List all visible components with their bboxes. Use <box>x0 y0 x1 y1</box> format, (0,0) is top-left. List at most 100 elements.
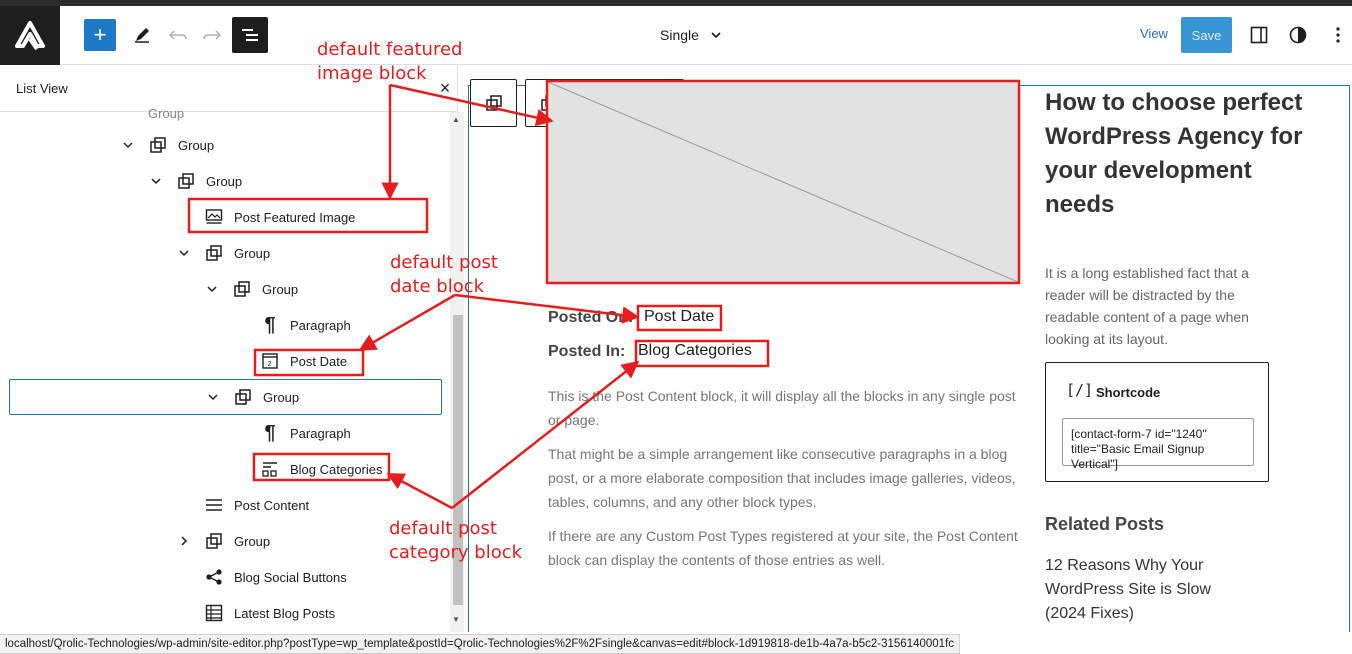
chevron-down-icon <box>118 103 138 123</box>
share-icon <box>204 567 224 587</box>
chevron-down-icon[interactable] <box>120 137 136 153</box>
tree-row-label: Group <box>263 389 300 405</box>
latest-posts-icon <box>204 603 224 623</box>
tools-button[interactable] <box>128 19 156 51</box>
site-logo-button[interactable] <box>0 6 60 65</box>
post-date-value[interactable]: Post Date <box>644 308 715 325</box>
post-content-paragraph[interactable]: This is the Post Content block, it will … <box>548 388 1016 428</box>
tree-row-label: Paragraph <box>290 425 351 441</box>
posted-in-label: Posted In: <box>548 343 626 360</box>
featured-image-icon <box>204 207 224 227</box>
shortcode-label: Shortcode <box>1096 385 1161 400</box>
settings-panel-button[interactable] <box>1245 19 1273 51</box>
featured-image-placeholder[interactable] <box>547 81 1019 283</box>
related-posts-heading: Related Posts <box>1045 514 1165 534</box>
placeholder-diagonal <box>547 81 1019 283</box>
tree-row-paragraph[interactable]: ¶ Paragraph <box>260 307 351 343</box>
chevron-down-icon[interactable] <box>204 281 220 297</box>
tree-row-post-date[interactable]: 2 Post Date <box>260 343 347 379</box>
chevron-down-icon <box>711 32 721 39</box>
tree-row-label: Blog Social Buttons <box>234 569 347 585</box>
tree-row-group[interactable]: Group <box>176 235 270 271</box>
annotation-post-date: default post date block <box>390 252 498 297</box>
post-content-icon <box>204 495 224 515</box>
blog-categories-value[interactable]: Blog Categories <box>638 342 752 359</box>
chevron-down-icon[interactable] <box>148 173 164 189</box>
posted-on-line: Posted On: <box>548 309 633 327</box>
posted-on-label: Posted On: <box>548 309 634 326</box>
shortcode-block[interactable]: [/] Shortcode [contact-form-7 id="1240" … <box>1045 362 1269 482</box>
group-icon <box>233 387 253 407</box>
tree-row-group-selected[interactable]: Group <box>9 379 442 415</box>
chevron-down-icon[interactable] <box>176 245 192 261</box>
categories-icon <box>260 459 280 479</box>
tree-row-paragraph[interactable]: ¶ Paragraph <box>260 415 351 451</box>
chevron-right-icon[interactable] <box>176 533 192 549</box>
annotation-post-category: default post category block <box>389 518 523 563</box>
annotation-featured-image: default featured image block <box>317 39 463 84</box>
more-vertical-icon <box>1336 27 1340 43</box>
redo-icon <box>203 30 222 40</box>
list-view-icon <box>242 29 258 41</box>
tree-row-label: Group <box>206 173 243 189</box>
tree-row-label: Group <box>178 137 215 153</box>
plus-icon: + <box>93 22 107 47</box>
tree-row-blog-social-buttons[interactable]: Blog Social Buttons <box>204 559 347 595</box>
view-button[interactable]: View <box>1140 26 1168 41</box>
post-content-paragraph[interactable]: If there are any Custom Post Types regis… <box>548 528 1018 568</box>
tree-row-label: Blog Categories <box>290 461 383 477</box>
paragraph-icon: ¶ <box>264 421 276 444</box>
related-post-link[interactable]: 12 Reasons Why Your WordPress Site is Sl… <box>1045 557 1211 622</box>
scroll-up-icon[interactable]: ▲ <box>452 115 460 124</box>
sidebar-toggle-icon <box>1250 26 1268 44</box>
options-button[interactable] <box>1324 19 1352 51</box>
redo-button[interactable] <box>198 19 226 51</box>
tree-row-latest-blog-posts[interactable]: Latest Blog Posts <box>204 595 335 631</box>
group-icon <box>176 171 196 191</box>
post-excerpt[interactable]: It is a long established fact that a rea… <box>1045 265 1249 347</box>
tree-row-label: Post Content <box>234 497 310 513</box>
top-strip <box>0 0 1352 6</box>
post-content-paragraph[interactable]: That might be a simple arrangement like … <box>548 446 1016 510</box>
tree-row-label: Group <box>234 533 271 549</box>
tree-row-label: Paragraph <box>290 317 351 333</box>
chevron-down-icon[interactable] <box>205 389 221 405</box>
tree-row-group[interactable]: Group <box>148 163 242 199</box>
tree-row-label: Group <box>262 281 299 297</box>
svg-text:2: 2 <box>268 361 272 368</box>
tree-row-label: Group <box>234 245 271 261</box>
scroll-down-icon[interactable]: ▼ <box>452 615 460 624</box>
post-title[interactable]: How to choose perfect WordPress Agency f… <box>1045 89 1303 218</box>
group-icon <box>204 243 224 263</box>
tree-row-blog-categories[interactable]: Blog Categories <box>260 451 383 487</box>
styles-button[interactable] <box>1284 19 1312 51</box>
shortcode-icon: [/] <box>1066 381 1094 399</box>
tree-row-group[interactable]: Group <box>176 523 270 559</box>
list-view-button[interactable] <box>232 17 268 53</box>
tree-row-post-featured-image[interactable]: Post Featured Image <box>204 199 355 235</box>
template-title: Single <box>660 27 699 43</box>
group-icon <box>232 279 252 299</box>
paragraph-icon: ¶ <box>264 313 276 336</box>
list-view-title: List View <box>16 81 68 96</box>
tree-row-label: Latest Blog Posts <box>234 605 336 621</box>
tree-row-partial[interactable]: Group <box>118 95 184 131</box>
group-icon <box>485 95 502 111</box>
group-icon <box>148 135 168 155</box>
browser-status-bar: localhost/Qrolic-Technologies/wp-admin/s… <box>0 634 961 654</box>
tree-row-post-content[interactable]: Post Content <box>204 487 309 523</box>
parent-block-selector[interactable] <box>470 79 517 127</box>
undo-icon <box>168 30 187 40</box>
shortcode-input[interactable]: [contact-form-7 id="1240" title="Basic E… <box>1062 418 1254 471</box>
save-button[interactable]: Save <box>1181 17 1232 53</box>
tree-row-group[interactable]: Group <box>120 127 214 163</box>
template-title-dropdown[interactable]: Single <box>660 22 723 48</box>
add-block-button[interactable]: + <box>84 19 116 51</box>
group-icon <box>204 531 224 551</box>
tree-row-group[interactable]: Group <box>204 271 298 307</box>
half-circle-icon <box>1289 26 1307 44</box>
undo-button[interactable] <box>164 19 192 51</box>
tree-row-label: Group <box>148 105 185 121</box>
tree-row-label: Post Featured Image <box>234 209 356 225</box>
